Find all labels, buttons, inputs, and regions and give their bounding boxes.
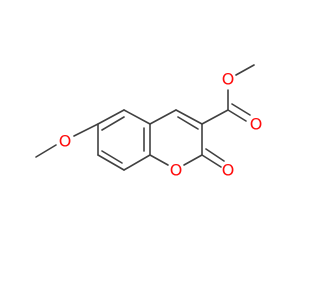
- methoxy-oxygen-label: O: [59, 132, 72, 151]
- bond-c2-ring-o: [183, 154, 203, 166]
- carbonyl-oxygen-label: O: [222, 161, 235, 180]
- atom-labels: O O O O O: [59, 70, 263, 180]
- bond-c4-c3-inner: [177, 116, 199, 130]
- molecule-structure: O O O O O: [35, 64, 263, 180]
- bond-ring-o-c8a: [149, 154, 169, 166]
- bond-c2-carbonyl-o: [201, 154, 222, 168]
- bond-benzene-4: [123, 154, 151, 171]
- bond-c4a-c4: [149, 109, 177, 125]
- ring-oxygen-label: O: [170, 161, 183, 180]
- bonds: [35, 64, 255, 171]
- bond-ester-c-carbonyl-o-double: [231, 103, 251, 116]
- bond-c4-c3: [175, 109, 203, 125]
- bond-benzene-1: [97, 109, 125, 125]
- bond-c2-carbonyl-o-double: [205, 148, 225, 162]
- bond-ester-c-carbonyl-o: [227, 109, 247, 122]
- bond-methoxy-o-ring: [73, 123, 99, 137]
- bond-benzene-5-inner: [101, 150, 123, 164]
- bond-benzene-5: [97, 154, 125, 171]
- bond-c3-ester-c: [201, 109, 229, 125]
- bond-ester-o-methyl: [235, 64, 255, 76]
- bond-benzene-2: [123, 109, 151, 125]
- ester-oxygen-label: O: [222, 70, 235, 89]
- ester-carbonyl-oxygen-label: O: [250, 115, 263, 134]
- bond-methyl-methoxy-o: [35, 144, 57, 158]
- bond-benzene-1-inner: [101, 116, 125, 131]
